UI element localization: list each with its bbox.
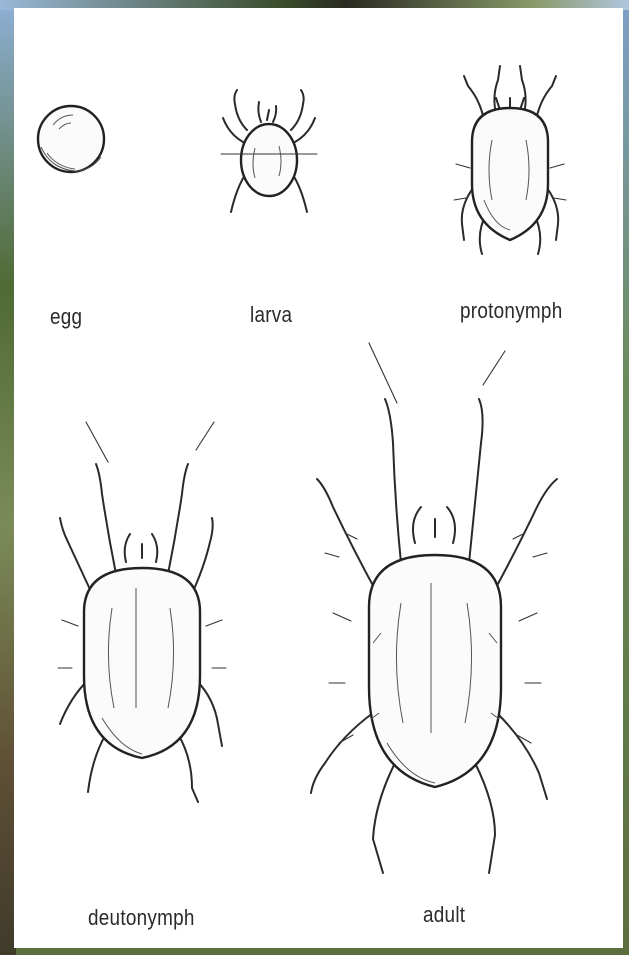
stage-label-deutonymph: deutonymph <box>88 905 195 931</box>
stage-label-larva: larva <box>250 302 292 328</box>
egg-drawing <box>38 106 104 172</box>
protonymph-drawing <box>454 66 566 254</box>
illustration-sheet: egg larva protonymph deutonymph adult <box>14 8 623 948</box>
mite-life-cycle-drawing <box>14 8 623 948</box>
larva-drawing <box>221 90 317 212</box>
stage-label-egg: egg <box>50 304 82 330</box>
stage-label-adult: adult <box>423 902 465 928</box>
deutonymph-drawing <box>58 422 226 802</box>
adult-drawing <box>311 343 557 873</box>
stage-label-protonymph: protonymph <box>460 298 563 324</box>
